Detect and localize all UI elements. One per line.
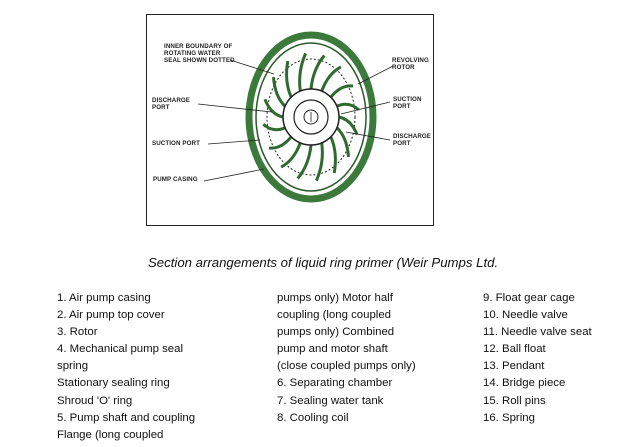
legend-item: 6. Separating chamber: [277, 377, 393, 390]
rotor-blades: [262, 52, 360, 182]
legend-item: pumps only) Combined: [277, 326, 395, 339]
legend-item: pump and motor shaft: [277, 343, 388, 356]
rotor-vane: [296, 144, 313, 180]
legend-item: Flange (long coupled: [57, 428, 164, 441]
label-discharge-port-right: DISCHARGE PORT: [393, 133, 432, 147]
leader-suction-left: [207, 139, 261, 145]
rotor-vane: [335, 126, 350, 158]
legend-column-2: pumps only) Motor half coupling (long cou…: [277, 290, 416, 427]
water-seal-boundary: [266, 58, 356, 176]
rotor-vane: [320, 65, 342, 92]
rotor-vane: [268, 135, 293, 150]
legend-item: (close coupled pumps only): [277, 360, 416, 373]
legend-item: 5. Pump shaft and coupling: [57, 411, 196, 424]
legend-item: 1. Air pump casing: [57, 292, 151, 304]
rotor-vane: [309, 54, 326, 90]
legend-item: 16. Spring: [483, 411, 535, 424]
rotor-vane: [329, 84, 354, 99]
rotor-vane: [338, 115, 359, 136]
leader-discharge-right: [345, 131, 391, 141]
rotor-vane: [280, 142, 302, 169]
legend-column-1: 1. Air pump casing 2. Air pump top cover 3…: [57, 290, 195, 444]
legend-item: 9. Float gear cage: [483, 292, 575, 304]
legend-item: 3. Rotor: [57, 326, 98, 339]
label-suction-port-left: SUCTION PORT: [152, 140, 200, 147]
figure-frame: [146, 14, 434, 226]
rotor-vane: [262, 123, 286, 132]
leader-discharge-left: [197, 103, 273, 113]
legend-item: 8. Cooling coil: [277, 411, 349, 424]
legend-item: 14. Bridge piece: [483, 377, 566, 390]
leader-suction-right: [340, 101, 391, 115]
legend-item: 10. Needle valve: [483, 309, 568, 322]
leader-inner-boundary: [229, 59, 275, 75]
label-revolving-rotor: REVOLVING ROTOR: [392, 57, 429, 71]
legend-item: Stationary sealing ring: [57, 377, 170, 390]
label-inner-boundary: INNER BOUNDARY OF ROTATING WATER SEAL SH…: [164, 43, 235, 64]
pump-section-diagram: [197, 31, 394, 203]
legend-item: 7. Sealing water tank: [277, 394, 384, 407]
label-pump-casing: PUMP CASING: [153, 176, 198, 183]
figure-caption: Section arrangements of liquid ring prim…: [148, 255, 499, 270]
casing-inner-edge: [255, 42, 367, 192]
legend-item: 12. Ball float: [483, 343, 546, 356]
legend-item: 15. Roll pins: [483, 394, 546, 407]
leader-pump-casing: [203, 168, 265, 182]
legend-column-3: 9. Float gear cage 10. Needle valve 11. Ne…: [483, 290, 592, 427]
legend-item: 2. Air pump top cover: [57, 309, 165, 322]
pump-casing-shape: [245, 31, 377, 203]
legend-item: pumps only) Motor half: [277, 292, 393, 304]
rotor-vane: [272, 76, 287, 108]
rotor-vane: [329, 136, 337, 174]
legend-item: 4. Mechanical pump seal: [57, 343, 183, 356]
rotor-vane: [336, 102, 360, 111]
rotor-vane: [285, 60, 293, 98]
legend-item: spring: [57, 360, 89, 373]
rotor-vane: [263, 98, 284, 119]
legend-item: 13. Pendant: [483, 360, 545, 373]
label-suction-port-right: SUCTION PORT: [393, 96, 422, 110]
legend-item: 11. Needle valve seat: [483, 326, 592, 339]
label-discharge-port-left: DISCHARGE PORT: [152, 97, 191, 111]
rotor-vane: [315, 142, 324, 182]
legend-item: Shroud 'O' ring: [57, 394, 133, 407]
leader-revolving-rotor: [357, 65, 394, 85]
rotor-vane: [298, 52, 307, 92]
legend-item: coupling (long coupled: [277, 309, 391, 322]
